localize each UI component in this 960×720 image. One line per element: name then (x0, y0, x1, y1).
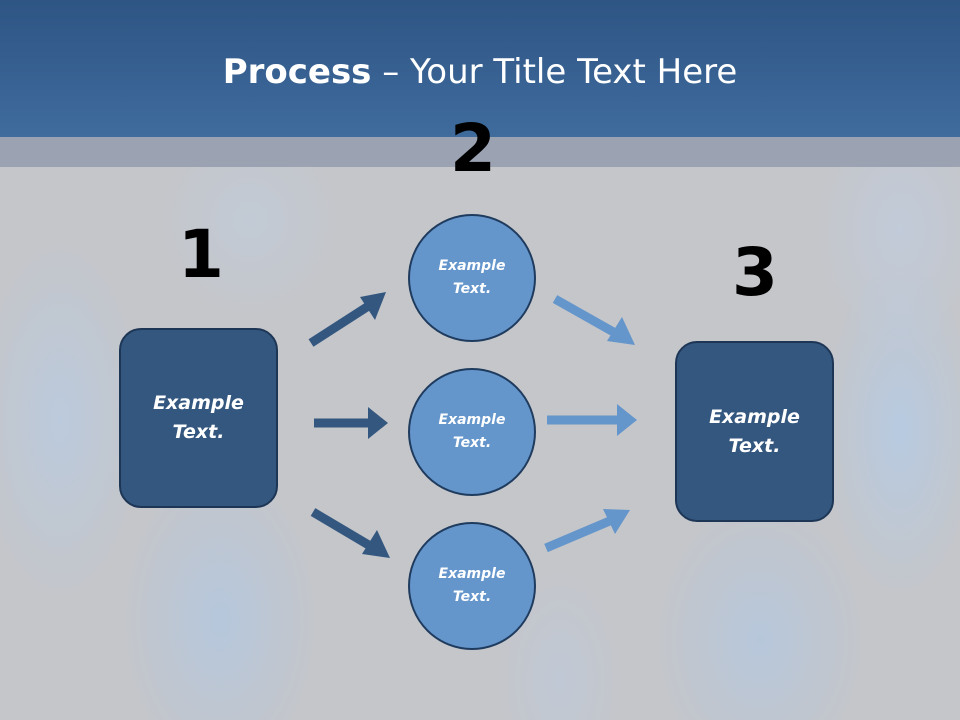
arrow-bottom-to-right (544, 509, 630, 553)
circle-bottom-label: Example Text. (438, 566, 506, 605)
step-number-1: 1 (178, 216, 224, 293)
title-rest: – Your Title Text Here (371, 52, 738, 92)
arrow-top-to-right (552, 295, 635, 345)
title-bold: Process (222, 52, 372, 92)
step2-circle-bottom[interactable]: Example Text. (408, 522, 536, 650)
circle-top-label: Example Text. (438, 258, 506, 297)
title-bar (0, 0, 960, 137)
step1-label: Example Text. (153, 392, 244, 443)
circle-middle-label: Example Text. (438, 412, 506, 451)
arrow-middle-to-right (547, 404, 637, 436)
step2-circle-top[interactable]: Example Text. (408, 214, 536, 342)
step3-label: Example Text. (709, 405, 800, 457)
arrow-left-to-middle (314, 407, 388, 439)
step3-box[interactable]: Example Text. (675, 341, 834, 522)
step2-circle-middle[interactable]: Example Text. (408, 368, 536, 496)
step1-box[interactable]: Example Text. (119, 328, 278, 508)
step-number-2: 2 (450, 110, 496, 187)
slide-title: Process – Your Title Text Here (0, 52, 960, 92)
title-subband (0, 137, 960, 167)
arrow-left-to-bottom (310, 508, 390, 558)
arrow-left-to-top (308, 292, 386, 347)
step-number-3: 3 (732, 234, 778, 311)
